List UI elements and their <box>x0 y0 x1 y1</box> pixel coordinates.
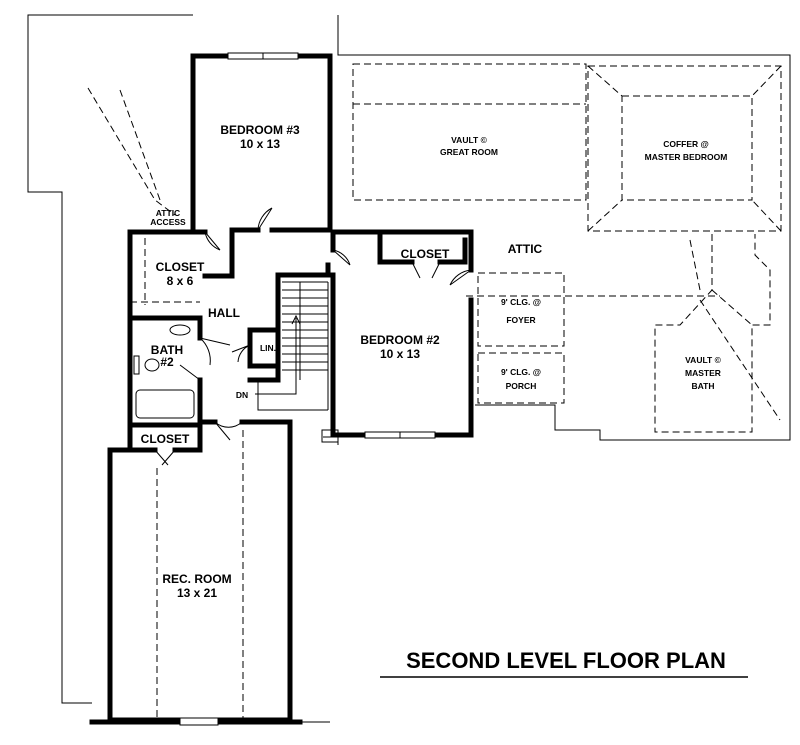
bath-fixtures <box>133 324 195 419</box>
windows <box>179 52 436 726</box>
door-swings <box>154 207 472 466</box>
bedroom3-size: 10 x 13 <box>240 137 280 151</box>
porch-clg-label: 9' CLG. @ <box>501 367 541 377</box>
bedroom2-size: 10 x 13 <box>380 347 420 361</box>
vault-great-room-label: VAULT © <box>451 135 487 145</box>
foyer-clg-label: 9' CLG. @ <box>501 297 541 307</box>
vault-master-bath-label: VAULT © <box>685 355 721 365</box>
ceiling-labels: VAULT © GREAT ROOM COFFER @ MASTER BEDRO… <box>440 135 727 391</box>
attic-access-label-2: ACCESS <box>150 217 186 227</box>
walls <box>89 53 474 725</box>
closet-2-label: CLOSET <box>401 247 450 261</box>
roof-outline <box>27 14 791 723</box>
attic-label: ATTIC <box>508 242 543 256</box>
bedroom2-label: BEDROOM #2 <box>360 333 440 347</box>
vault-great-room-label-2: GREAT ROOM <box>440 147 498 157</box>
staircase <box>255 281 329 411</box>
rec-room-size: 13 x 21 <box>177 586 217 600</box>
foyer-clg-label-2: FOYER <box>506 315 535 325</box>
bedroom3-label: BEDROOM #3 <box>220 123 300 137</box>
closet-label: CLOSET <box>156 260 205 274</box>
closet-size: 8 x 6 <box>167 274 194 288</box>
bath-label: BATH <box>151 343 183 357</box>
vault-master-bath-label-2: MASTER <box>685 368 721 378</box>
linen-label: LIN. <box>260 343 276 353</box>
stairs-down-label: DN <box>236 390 248 400</box>
bath-number: #2 <box>160 355 174 369</box>
ceiling-dashed-lines <box>87 63 782 720</box>
closet-3-label: CLOSET <box>141 432 190 446</box>
room-labels: BEDROOM #3 10 x 13 ATTIC ACCESS CLOSET 8… <box>141 123 543 600</box>
coffer-label-2: MASTER BEDROOM <box>645 152 728 162</box>
plan-title: SECOND LEVEL FLOOR PLAN <box>406 648 726 673</box>
attic-access-label: ATTIC <box>156 208 180 218</box>
rec-room-label: REC. ROOM <box>162 572 231 586</box>
coffer-label: COFFER @ <box>663 139 709 149</box>
porch-clg-label-2: PORCH <box>506 381 537 391</box>
vault-master-bath-label-3: BATH <box>692 381 715 391</box>
hall-label: HALL <box>208 306 240 320</box>
